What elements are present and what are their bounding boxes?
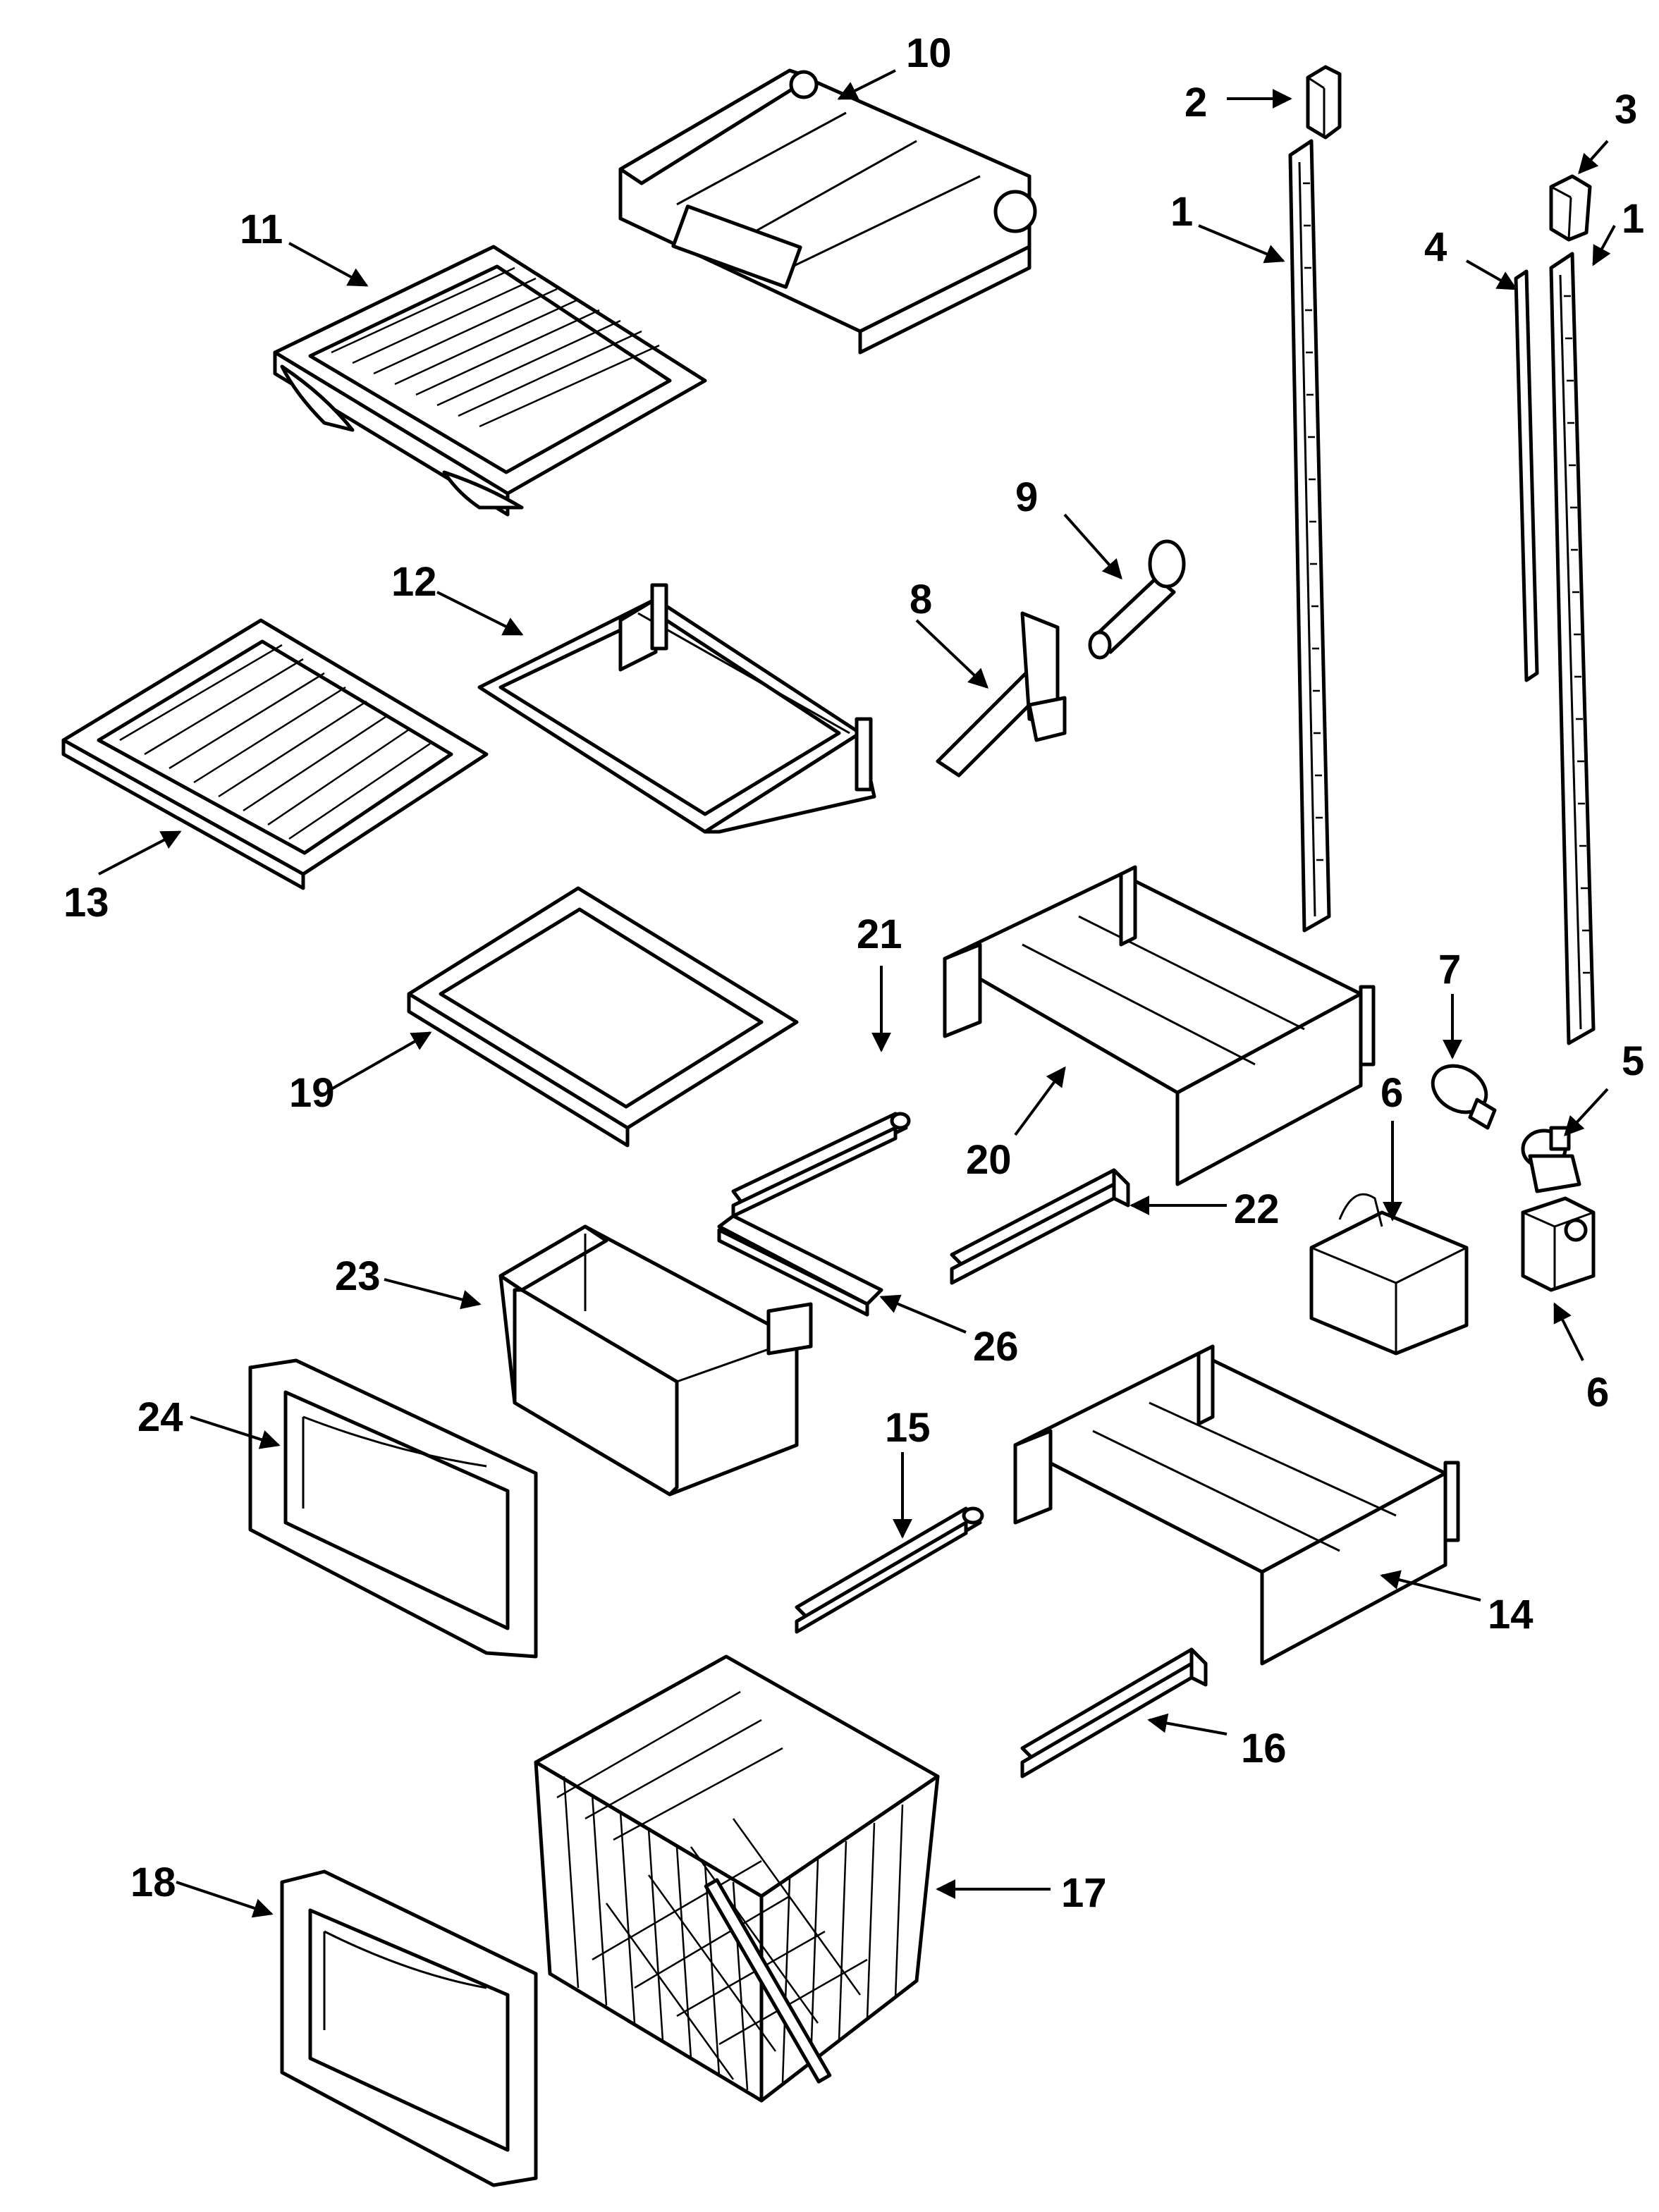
callout-8: 6 <box>1381 1070 1403 1116</box>
part-6-socket-housing <box>1521 1196 1596 1292</box>
leader-5 <box>1564 1088 1609 1137</box>
leader-1b <box>1592 225 1616 266</box>
callout-7: 7 <box>1438 947 1461 993</box>
callout-1-right: 1 <box>1622 196 1644 242</box>
part-18-wire-basket <box>534 1654 940 2103</box>
callout-4: 4 <box>1424 224 1447 270</box>
leader-26 <box>879 1294 967 1334</box>
callout-12: 11 <box>240 207 283 252</box>
callout-6: 6 <box>1586 1370 1609 1415</box>
leader-3 <box>1578 140 1609 175</box>
callout-25: 24 <box>137 1394 183 1440</box>
part-13-shelf-frame <box>477 583 876 834</box>
callout-2: 2 <box>1184 80 1207 125</box>
leader-14 <box>98 830 182 875</box>
part-22-slide-rail <box>731 1112 911 1218</box>
part-11-bracket-assembly <box>618 68 1037 355</box>
leader-11 <box>837 69 896 100</box>
part-8-light-cover <box>1309 1193 1469 1356</box>
part-5-lamp-socket <box>1521 1126 1581 1193</box>
callout-23: 22 <box>1234 1186 1280 1232</box>
callout-21: 20 <box>966 1137 1012 1183</box>
leader-19 <box>176 1881 274 1918</box>
callout-17: 16 <box>1241 1726 1287 1771</box>
callout-19: 18 <box>130 1860 176 1905</box>
leader-13 <box>436 591 524 636</box>
callout-3: 3 <box>1615 87 1637 133</box>
leader-25 <box>190 1415 281 1449</box>
leader-lines <box>98 69 1616 1918</box>
part-3-cap <box>1549 174 1592 242</box>
part-17-slide-rail <box>1020 1647 1208 1778</box>
part-9-bracket <box>936 611 1067 778</box>
leader-15 <box>1380 1570 1481 1602</box>
callout-9: 8 <box>910 577 932 622</box>
leader-12 <box>288 242 369 287</box>
part-21-crisper-frame <box>943 865 1376 1186</box>
part-10-pin <box>1088 539 1186 660</box>
part-12-glass-shelf <box>273 245 707 517</box>
leader-20 <box>331 1031 432 1090</box>
part-16-slide-rail <box>795 1506 984 1634</box>
callout-1-left: 1 <box>1170 189 1193 235</box>
part-2-cap <box>1306 65 1342 140</box>
leader-1a <box>1198 224 1285 264</box>
part-4-trim-strip <box>1514 269 1539 682</box>
part-25-drawer-front <box>248 1358 538 1659</box>
part-1-shelf-rail-left <box>1288 139 1331 933</box>
callout-20: 19 <box>289 1070 335 1116</box>
callout-labels: 10 11 12 13 8 9 2 1 3 4 1 21 19 20 7 6 5… <box>63 30 1644 1916</box>
leader-10 <box>1063 513 1122 580</box>
callout-13: 12 <box>391 559 437 605</box>
leader-4 <box>1466 259 1518 290</box>
callout-15: 14 <box>1488 1592 1533 1638</box>
callout-26: 26 <box>973 1324 1019 1370</box>
part-23-slide-rail <box>950 1168 1130 1285</box>
part-15-drawer-frame <box>1013 1344 1460 1666</box>
callout-24: 23 <box>335 1253 381 1299</box>
callout-11: 10 <box>906 30 952 76</box>
leader-6 <box>1553 1302 1584 1361</box>
part-26-rail <box>717 1214 883 1317</box>
callout-14: 13 <box>63 880 109 926</box>
leader-9 <box>915 619 989 689</box>
part-1-shelf-rail-right <box>1549 252 1596 1045</box>
part-7-light-bulb <box>1431 1064 1497 1130</box>
leader-24 <box>384 1278 482 1310</box>
part-20-crisper-cover <box>407 886 799 1148</box>
callout-18: 17 <box>1061 1870 1107 1916</box>
part-14-glass-shelf <box>61 618 489 890</box>
leader-17 <box>1147 1713 1228 1735</box>
callout-22: 21 <box>857 911 902 957</box>
leader-21 <box>1014 1066 1066 1136</box>
part-24-crisper-pan <box>498 1224 813 1497</box>
callout-16: 15 <box>885 1405 931 1451</box>
part-19-drawer-front <box>280 1869 538 2187</box>
callout-10: 9 <box>1015 474 1038 520</box>
callout-5: 5 <box>1622 1038 1644 1084</box>
